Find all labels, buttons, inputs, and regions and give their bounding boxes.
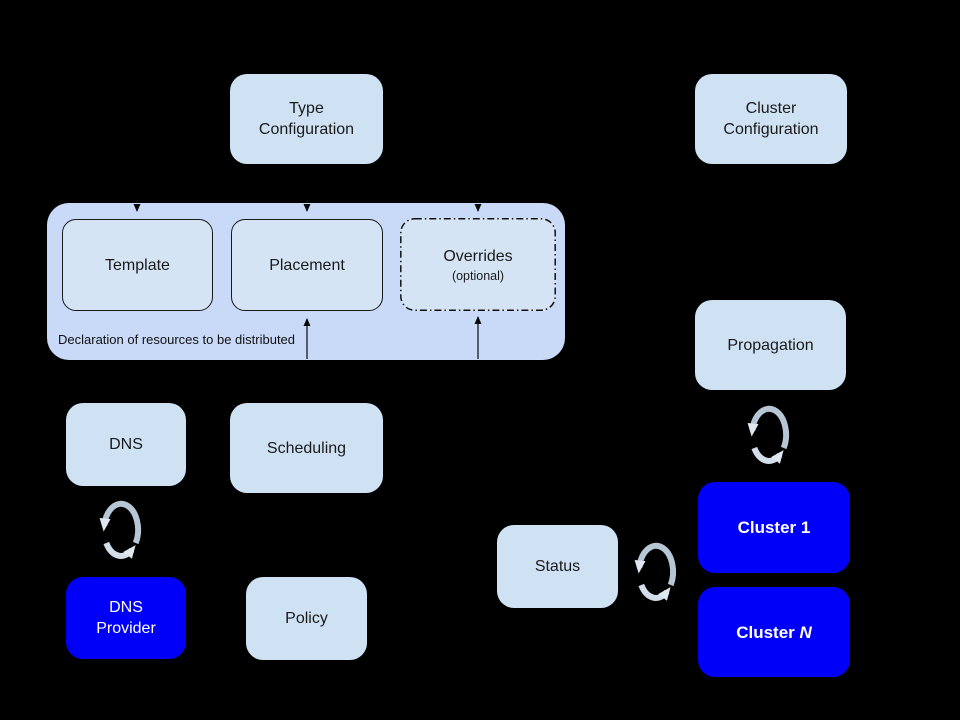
node-propagation: Propagation: [695, 300, 846, 390]
group-caption: Declaration of resources to be distribut…: [58, 332, 296, 347]
node-label: DNS: [109, 599, 143, 616]
node-policy: Policy: [246, 577, 367, 660]
node-template: Template: [62, 219, 213, 311]
node-label: Configuration: [723, 121, 819, 138]
dash-dot-border: [400, 218, 556, 311]
node-label: Type: [289, 100, 324, 117]
node-label: DNS: [109, 436, 143, 453]
node-status: Status: [497, 525, 618, 608]
node-label: Propagation: [727, 336, 814, 354]
node-cluster-configuration: Cluster Configuration: [695, 74, 847, 164]
node-scheduling: Scheduling: [230, 403, 383, 493]
node-sublabel: (optional): [451, 268, 505, 283]
node-dns-provider: DNS Provider: [66, 577, 186, 659]
sync-icon-propagation: [747, 405, 790, 464]
node-label: Template: [105, 256, 170, 274]
node-placement: Placement: [231, 219, 383, 311]
node-label: Placement: [269, 256, 345, 274]
node-label: Configuration: [258, 121, 355, 138]
node-label: Scheduling: [266, 439, 347, 457]
node-label: Policy: [285, 610, 328, 627]
node-type-configuration: Type Configuration: [230, 74, 383, 164]
sync-icon-dns: [99, 500, 142, 559]
node-label: Cluster: [745, 100, 797, 117]
node-label: Overrides: [443, 247, 513, 265]
node-label: Status: [534, 558, 581, 575]
sync-icon-status: [634, 542, 677, 601]
group-resource-declaration: Template Placement Overrides (optional) …: [47, 203, 565, 360]
node-label: Provider: [96, 620, 156, 637]
node-dns: DNS: [66, 403, 186, 486]
node-overrides: Overrides (optional): [400, 218, 556, 311]
